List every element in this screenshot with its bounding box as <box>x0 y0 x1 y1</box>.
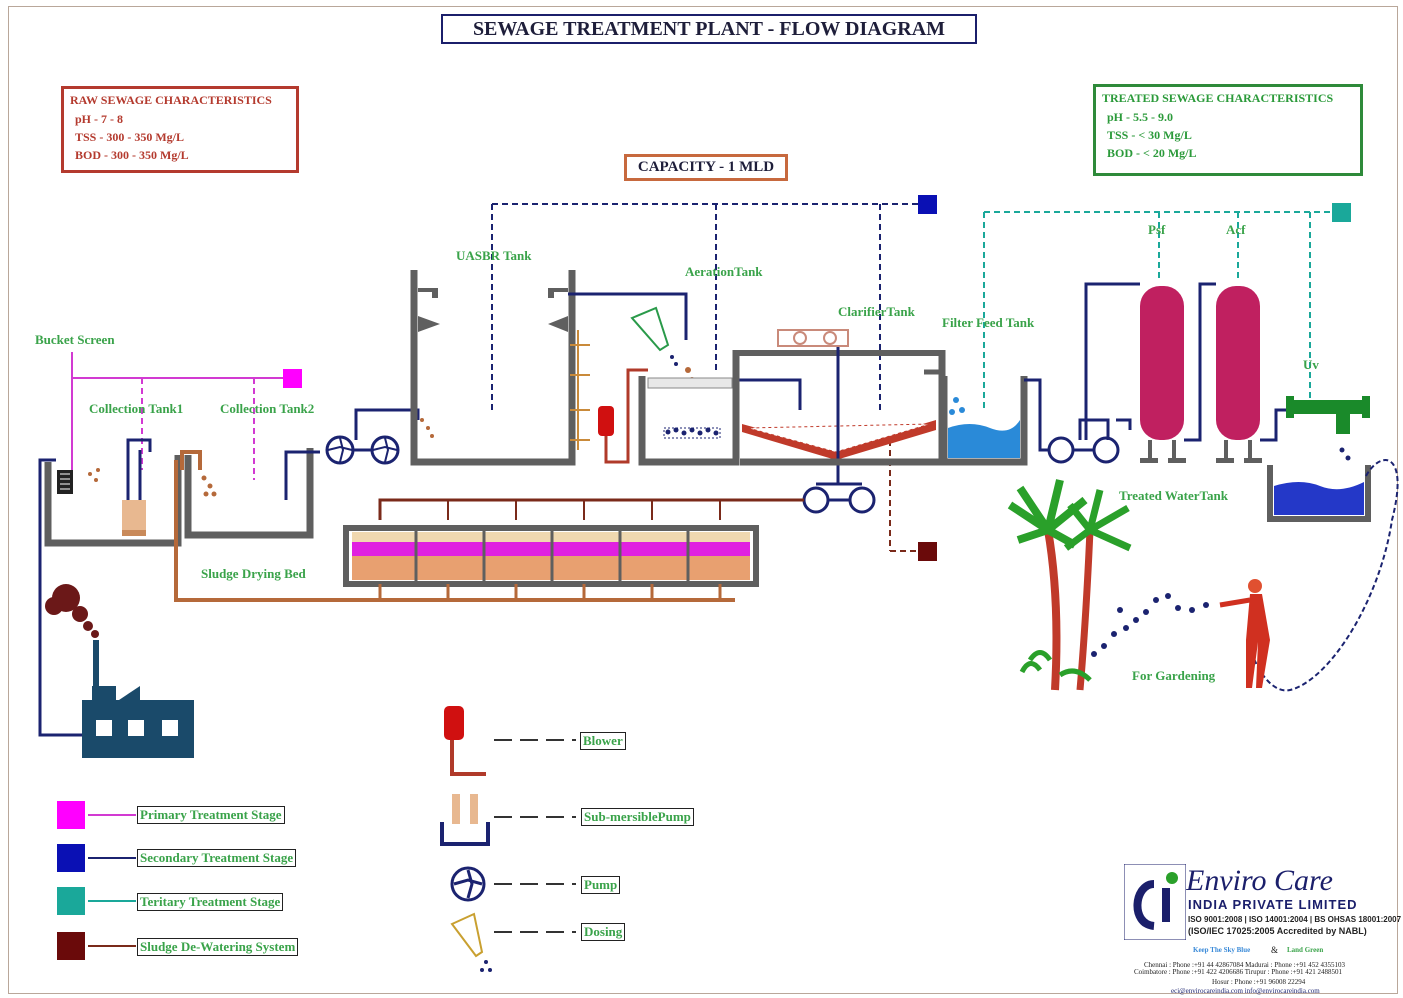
collection-tanks <box>44 448 314 547</box>
legend-secondary-swatch <box>57 844 85 872</box>
label-acf: Acf <box>1226 222 1246 237</box>
contact-line-2: Coimbatore : Phone :+91 422 4206686 Tiru… <box>1134 968 1342 976</box>
legend-secondary-line <box>88 857 136 859</box>
primary-stage-marker <box>283 369 302 388</box>
psf-filter <box>1140 286 1186 463</box>
legend-sludge-label: Sludge De-Watering System <box>137 938 299 956</box>
secondary-stage-line <box>491 203 918 412</box>
legend-dosing-label: Dosing <box>581 923 626 941</box>
logo-name: Enviro Care <box>1186 864 1333 897</box>
diagram-frame <box>8 6 1398 994</box>
uasbr-tank <box>410 270 576 466</box>
garden-hose <box>1249 459 1399 692</box>
legend-tertiary-swatch <box>57 887 85 915</box>
equipment-legend-icons <box>440 706 492 972</box>
legend-submersible-label: Sub-mersiblePump <box>581 808 694 826</box>
legend-pump-dash <box>494 883 576 885</box>
gardener-figure <box>1091 579 1270 688</box>
page-title: SEWAGE TREATMENT PLANT - FLOW DIAGRAM <box>441 14 977 44</box>
label-bucket-screen: Bucket Screen <box>35 332 115 347</box>
raw-sewage-tss: TSS - 300 - 350 Mg/L <box>75 130 185 144</box>
legend-pump-label: Pump <box>581 876 621 894</box>
tagline-amp: & <box>1271 945 1279 955</box>
logo-subtitle: INDIA PRIVATE LIMITED <box>1188 897 1358 912</box>
contact-line-1: Chennai : Phone :+91 44 42867084 Madurai… <box>1144 961 1345 969</box>
logo-cert-iso: ISO 9001:2008 | ISO 14001:2004 | BS OHSA… <box>1188 915 1402 924</box>
submersible-pump-tank1 <box>122 438 152 536</box>
palm-trees <box>1007 479 1132 691</box>
raw-sewage-bod: BOD - 300 - 350 Mg/L <box>75 148 189 162</box>
legend-primary-swatch <box>57 801 85 829</box>
bucket-screen-icon <box>57 470 73 494</box>
legend-tertiary-label: Teritary Treatment Stage <box>137 893 284 911</box>
legend-sludge-line <box>88 945 136 947</box>
aeration-diffusers <box>663 427 721 439</box>
treated-sewage-ph: pH - 5.5 - 9.0 <box>1107 110 1173 124</box>
label-clarifier-tank: ClarifierTank <box>838 304 915 319</box>
legend-secondary-label: Secondary Treatment Stage <box>137 849 297 867</box>
treated-sewage-tss: TSS - < 30 Mg/L <box>1107 128 1192 142</box>
legend-submersible-dash <box>494 816 576 818</box>
acf-filter <box>1216 286 1262 463</box>
filter-feed-tank <box>924 369 1028 466</box>
treated-water-tank <box>1267 465 1371 522</box>
label-for-gardening: For Gardening <box>1132 668 1216 683</box>
tertiary-stage-marker <box>1332 203 1351 222</box>
legend-blower-dash <box>494 739 576 741</box>
label-sludge-drying-bed: Sludge Drying Bed <box>201 566 306 581</box>
capacity-label: CAPACITY - 1 MLD <box>624 154 788 181</box>
label-collection-tank1: Collection Tank1 <box>89 401 184 416</box>
label-aeration-tank: AerationTank <box>685 264 763 279</box>
transfer-pipe <box>174 460 735 602</box>
treated-sewage-heading: TREATED SEWAGE CHARACTERISTICS <box>1102 91 1334 105</box>
contact-line-3: Hosur : Phone :+91 96008 22294 <box>1212 978 1306 986</box>
treated-sewage-bod: BOD - < 20 Mg/L <box>1107 146 1197 160</box>
secondary-stage-marker <box>918 195 937 214</box>
submersible-pump-icon <box>440 794 490 846</box>
raw-sewage-heading: RAW SEWAGE CHARACTERISTICS <box>70 93 272 107</box>
legend-tertiary-line <box>88 900 136 902</box>
legend-sludge-swatch <box>57 932 85 960</box>
dosing-icon <box>450 912 492 972</box>
tertiary-stage-line <box>983 211 1332 410</box>
label-treated-water-tank: Treated WaterTank <box>1119 488 1228 503</box>
legend-primary-line <box>88 814 136 816</box>
legend-primary-label: Primary Treatment Stage <box>137 806 285 824</box>
label-uv: Uv <box>1303 357 1319 372</box>
label-filter-feed-tank: Filter Feed Tank <box>942 315 1035 330</box>
legend-blower-label: Blower <box>580 732 626 750</box>
feed-pipe-uasbr <box>284 450 320 500</box>
sludge-line <box>889 440 918 552</box>
sewage-droplets <box>88 418 434 497</box>
label-collection-tank2: Collection Tank2 <box>220 401 315 416</box>
sludge-drying-bed <box>343 500 759 600</box>
label-uasbr-tank: UASBR Tank <box>456 248 532 263</box>
logo-emblem-icon <box>1124 864 1186 940</box>
blower-icon <box>444 706 486 776</box>
company-logo: Enviro Care INDIA PRIVATE LIMITED ISO 90… <box>1124 864 1403 940</box>
pump-icon-filter <box>1047 436 1120 464</box>
inlet-pipe <box>38 458 82 737</box>
aeration-tank <box>638 376 740 466</box>
uasbr-ladder <box>570 330 590 450</box>
raw-sewage-box: RAW SEWAGE CHARACTERISTICS pH - 7 - 8 TS… <box>61 86 299 173</box>
blower-icon-diagram <box>598 368 648 464</box>
pump-icon <box>450 866 486 902</box>
uv-unit <box>1286 396 1370 461</box>
logo-cert-nabl: (ISO/IEC 17025:2005 Accredited by NABL) <box>1188 926 1367 936</box>
factory-icon <box>45 584 194 758</box>
treated-sewage-box: TREATED SEWAGE CHARACTERISTICS pH - 5.5 … <box>1093 84 1363 176</box>
raw-sewage-ph: pH - 7 - 8 <box>75 112 123 126</box>
sludge-stage-marker <box>918 542 937 561</box>
uasbr-outlet-pipe <box>568 292 688 340</box>
legend-dosing-dash <box>494 931 576 933</box>
tagline-sky: Keep The Sky Blue <box>1193 946 1251 954</box>
pump-icon-1 <box>325 435 400 465</box>
primary-stage-line <box>71 352 284 480</box>
contact-emails: eci@envirocareindia.com info@envirocarei… <box>1171 987 1320 995</box>
label-psf: Psf <box>1148 222 1166 237</box>
pump-icon-sludge <box>802 486 876 514</box>
tagline-land: Land Green <box>1287 946 1324 954</box>
